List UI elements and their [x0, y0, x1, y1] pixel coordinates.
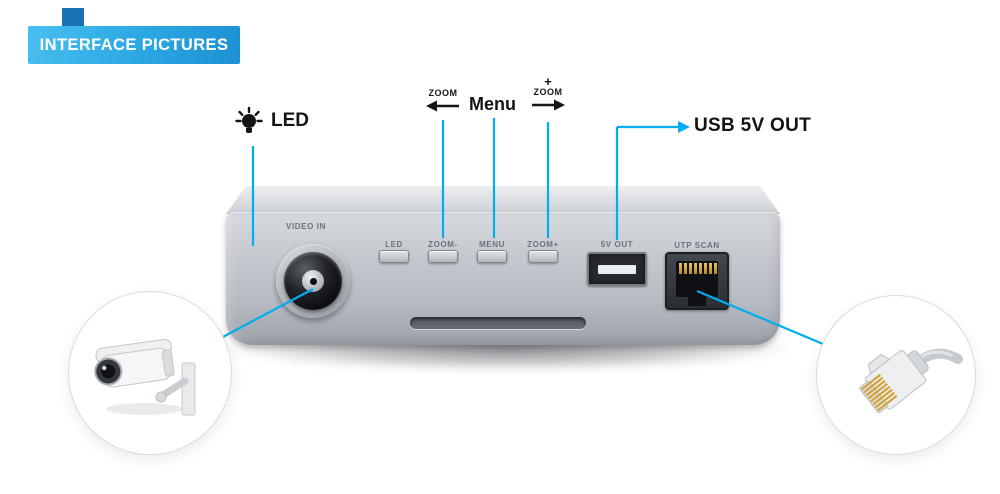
led-callout: LED [234, 106, 309, 136]
led-callout-label: LED [271, 110, 309, 131]
rj45-port-cavity [676, 261, 718, 297]
usb-port [587, 252, 647, 286]
rj45-plug-icon [859, 348, 964, 414]
utp-scan-rj45-port [665, 252, 729, 310]
rj45-port-clip-notch [688, 297, 706, 306]
arrow-left-icon [426, 100, 459, 112]
zoom-out-button-label: ZOOM- [428, 240, 458, 249]
bnc-connector-pin-hole [310, 278, 317, 285]
utp-scan-label: UTP SCAN [674, 241, 720, 250]
menu-button-label: MENU [479, 240, 505, 249]
zoom-out-callout: ZOOM [424, 88, 462, 112]
tester-device: VIDEO IN LED ZOOM- MENU ZOOM+ 5V OUT UTP… [218, 186, 798, 372]
device-slot [410, 317, 586, 329]
arrow-right-icon [532, 99, 565, 111]
usb-out-label: 5V OUT [600, 240, 634, 249]
usb-callout: USB 5V OUT [694, 115, 811, 137]
video-in-label: VIDEO IN [286, 222, 326, 231]
zoom-out-callout-label: ZOOM [428, 88, 458, 98]
device-top-face [226, 186, 780, 214]
usb-callout-arrowhead-icon [678, 121, 690, 133]
rj45-example-circle [816, 295, 976, 455]
usb-callout-label: USB 5V OUT [694, 115, 812, 136]
led-button-label: LED [385, 240, 403, 249]
zoom-in-plus-sign: + [544, 74, 552, 89]
led-button [379, 250, 409, 263]
menu-button [477, 250, 507, 263]
light-bulb-icon [235, 106, 263, 133]
zoom-in-callout-label: ZOOM [533, 87, 563, 97]
zoom-out-button [428, 250, 458, 263]
camera-example-circle [68, 291, 232, 455]
zoom-in-callout: + ZOOM [529, 74, 567, 111]
rj45-port-pins [679, 263, 717, 274]
zoom-in-button-label: ZOOM+ [527, 240, 559, 249]
cctv-camera-icon [94, 338, 196, 416]
menu-callout: Menu [469, 94, 516, 115]
figure-title: INTERFACE PICTURES [39, 35, 229, 54]
title-banner: INTERFACE PICTURES [28, 26, 240, 64]
usb-port-tongue [598, 265, 636, 274]
menu-callout-label: Menu [469, 94, 516, 114]
zoom-in-button [528, 250, 558, 263]
